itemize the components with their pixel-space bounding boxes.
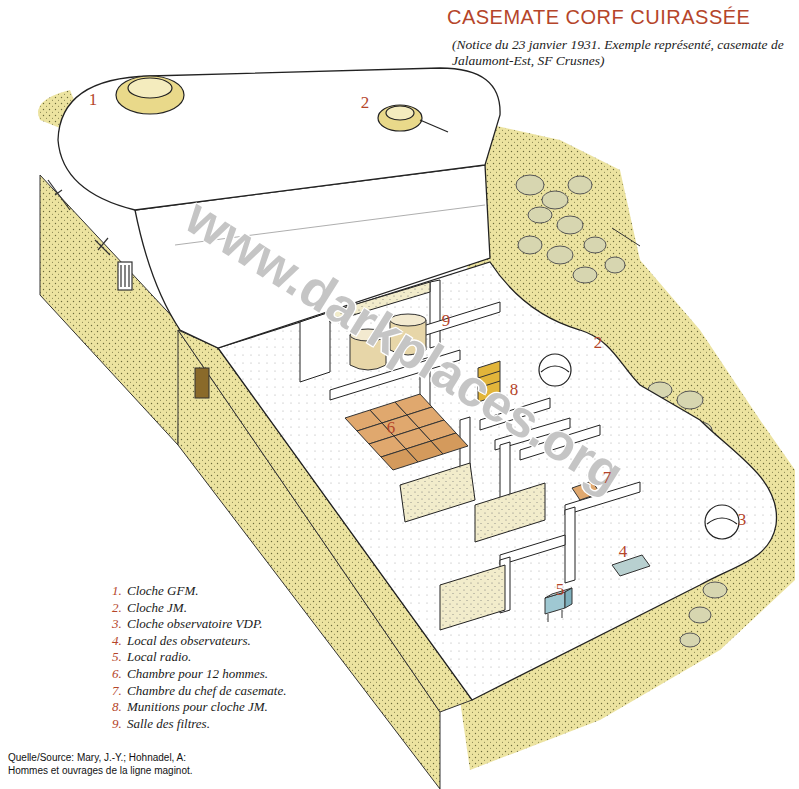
legend-number: 3. bbox=[112, 616, 122, 632]
callout-number: 9 bbox=[442, 311, 451, 331]
legend-text: Cloche observatoire VDP. bbox=[127, 616, 262, 632]
source-note: Hommes et ouvrages de la ligne maginot. bbox=[8, 765, 193, 776]
drawing-part bbox=[518, 236, 542, 254]
drawing-part bbox=[500, 442, 510, 503]
drawing-part bbox=[528, 207, 552, 223]
callout-number: 8 bbox=[510, 380, 519, 400]
legend-number: 1. bbox=[112, 583, 122, 599]
legend-text: Munitions pour cloche JM. bbox=[127, 699, 268, 715]
drawing-part bbox=[541, 366, 569, 372]
drawing-part bbox=[116, 76, 184, 114]
legend-text: Local des observateurs. bbox=[127, 633, 251, 649]
drawing-part bbox=[48, 180, 70, 210]
drawing-part bbox=[605, 257, 625, 273]
legend-number: 5. bbox=[112, 649, 122, 665]
legend-number: 4. bbox=[112, 633, 122, 649]
legend-text: Local radio. bbox=[127, 649, 191, 665]
callout-number: 3 bbox=[738, 510, 747, 530]
legend-number: 7. bbox=[112, 683, 122, 699]
drawing-part bbox=[95, 238, 110, 255]
source-note: Quelle/Source: Mary, J.-Y.; Hohnadel, A: bbox=[8, 752, 186, 763]
drawing-part bbox=[705, 505, 739, 539]
cloche bbox=[116, 76, 448, 132]
legend-number: 9. bbox=[112, 716, 122, 732]
drawing-part bbox=[121, 265, 129, 287]
legend-text: Chambre du chef de casemate. bbox=[127, 683, 286, 699]
legend-text: Chambre pour 12 hommes. bbox=[127, 666, 268, 682]
drawing-part bbox=[128, 78, 172, 98]
drawing-part bbox=[584, 237, 606, 253]
drawing-part bbox=[565, 588, 572, 608]
roof-top bbox=[58, 68, 500, 210]
drawing-part bbox=[548, 610, 562, 622]
title: CASEMATE CORF CUIRASSÉE bbox=[447, 6, 750, 29]
drawing-part bbox=[680, 633, 700, 647]
drawing-part bbox=[707, 518, 737, 524]
legend-number: 6. bbox=[112, 666, 122, 682]
callout-number: 6 bbox=[387, 418, 396, 438]
bed bbox=[612, 555, 650, 576]
caption: (Notice du 23 janvier 1931. Exemple repr… bbox=[452, 37, 787, 69]
callout-number: 1 bbox=[89, 90, 98, 110]
drawing-part bbox=[557, 216, 583, 234]
drawing-part bbox=[565, 507, 575, 583]
callout-number: 4 bbox=[619, 542, 628, 562]
drawing-part bbox=[475, 483, 545, 542]
legend-text: Cloche GFM. bbox=[127, 583, 198, 599]
drawing-part bbox=[400, 463, 475, 522]
legend-number: 2. bbox=[112, 600, 122, 616]
drawing-part bbox=[431, 433, 468, 454]
door bbox=[195, 368, 209, 398]
drawing-part bbox=[378, 105, 422, 131]
drawing-part bbox=[677, 391, 703, 409]
drawing-part bbox=[568, 176, 592, 194]
legend-text: Salle des filtres. bbox=[127, 716, 210, 732]
drawing-part bbox=[689, 607, 711, 623]
drawing-part bbox=[420, 120, 448, 132]
callout-number: 2 bbox=[594, 333, 603, 353]
drawing-part bbox=[573, 267, 597, 283]
drawing-part bbox=[516, 175, 544, 195]
callout-number: 7 bbox=[603, 468, 612, 488]
legend-text: Cloche JM. bbox=[127, 600, 187, 616]
callout-number: 5 bbox=[556, 580, 565, 600]
legend-number: 8. bbox=[112, 699, 122, 715]
drawing-part bbox=[539, 354, 571, 386]
callout-number: 2 bbox=[361, 93, 370, 113]
drawing-part bbox=[118, 262, 132, 290]
drawing-part bbox=[440, 565, 505, 630]
drawing-part bbox=[542, 191, 568, 209]
drawing-part bbox=[547, 246, 573, 264]
floor-plan bbox=[218, 262, 777, 700]
drawing-part bbox=[386, 106, 414, 120]
antenna bbox=[612, 228, 640, 246]
drawing-part bbox=[703, 582, 727, 598]
